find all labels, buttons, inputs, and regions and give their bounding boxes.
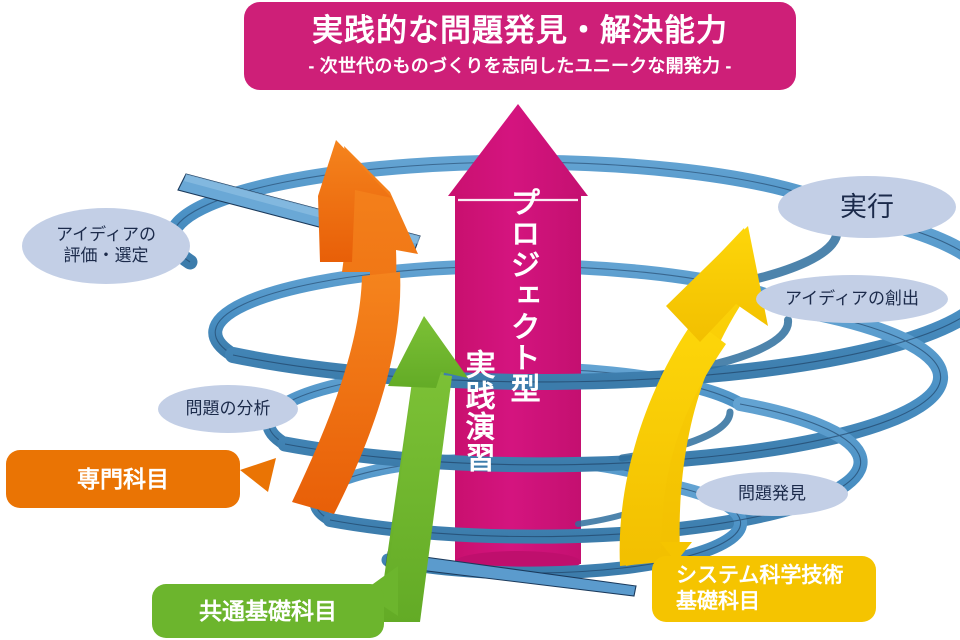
orange-arrow — [292, 140, 418, 514]
page-subtitle: - 次世代のものづくりを志向したユニークな開発力 - — [308, 56, 732, 77]
callout-problem-discovery: 問題発見 — [696, 472, 848, 516]
pillar-label-bottom: 実践演習 — [460, 349, 494, 473]
callout-idea-evaluation-line1: アイディアの — [56, 225, 156, 245]
green-arrow — [378, 316, 468, 622]
callout-execution: 実行 — [778, 176, 956, 238]
pillar-label-top: プロジェクト型 — [505, 187, 539, 404]
course-box-system-science-line1: システム科学技術 — [676, 563, 844, 587]
yellow-arrow — [619, 226, 768, 566]
course-box-system-science-line2: 基礎科目 — [676, 590, 760, 613]
course-box-system-science: システム科学技術 基礎科目 — [652, 556, 876, 622]
course-box-common-basic: 共通基礎科目 — [152, 584, 384, 638]
orange-box-connector — [240, 458, 276, 492]
callout-idea-evaluation-line2: 評価・選定 — [63, 246, 149, 265]
callout-problem-analysis: 問題の分析 — [158, 385, 298, 433]
yellow-box-connector — [660, 542, 692, 562]
page-title: 実践的な問題発見・解決能力 — [312, 12, 728, 48]
course-box-specialized: 専門科目 — [6, 450, 240, 508]
callout-idea-evaluation: アイディアの 評価・選定 — [22, 208, 190, 284]
title-banner: 実践的な問題発見・解決能力 - 次世代のものづくりを志向したユニークな開発力 - — [244, 2, 796, 90]
callout-idea-creation: アイディアの創出 — [756, 275, 948, 323]
